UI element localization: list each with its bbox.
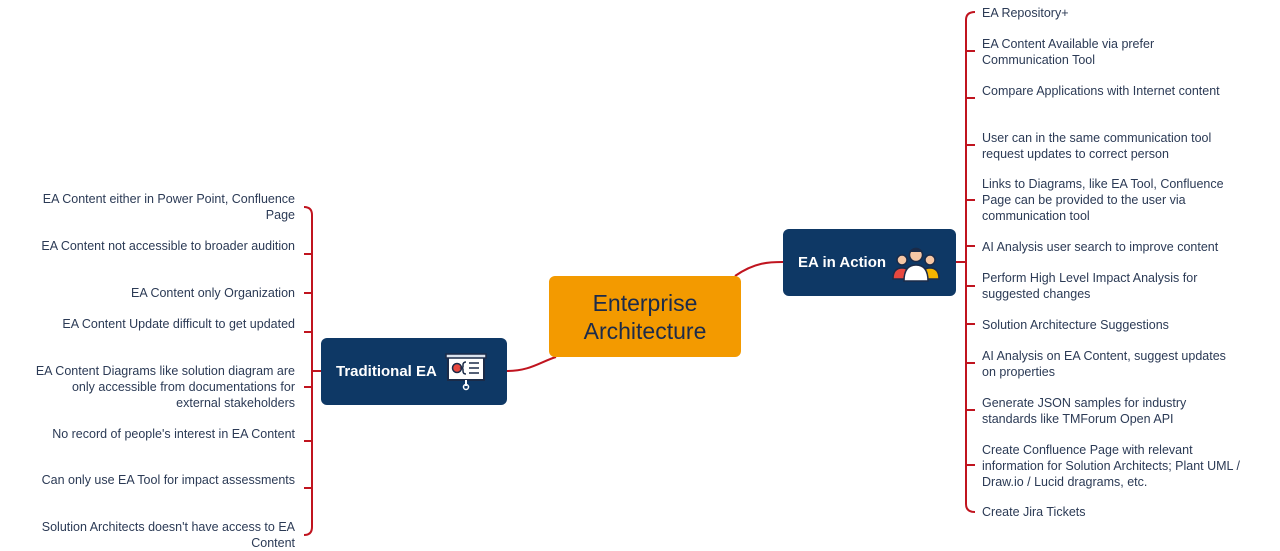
leaf-traditional-1[interactable]: EA Content either in Power Point, Conflu… <box>42 192 295 222</box>
leaf-action-2[interactable]: EA Content Available via prefer Communic… <box>982 37 1155 67</box>
leaf-action-10[interactable]: Generate JSON samples for industry stand… <box>982 396 1187 426</box>
leaf-action-11[interactable]: Create Confluence Page with relevant inf… <box>982 443 1240 489</box>
branch-ea-in-action-label: EA in Action <box>798 254 887 271</box>
leaf-traditional-2[interactable]: EA Content not accessible to broader aud… <box>41 239 295 253</box>
central-topic[interactable]: Enterprise Architecture <box>549 276 741 357</box>
leaf-traditional-8[interactable]: Solution Architects doesn't have access … <box>41 520 295 550</box>
leaf-traditional-6[interactable]: No record of people's interest in EA Con… <box>52 427 295 441</box>
leaf-traditional-4[interactable]: EA Content Update difficult to get updat… <box>62 317 295 331</box>
branch-ea-in-action[interactable]: EA in Action <box>783 229 956 296</box>
leaf-traditional-3[interactable]: EA Content only Organization <box>131 286 295 300</box>
leaf-action-4[interactable]: User can in the same communication tool … <box>982 131 1212 161</box>
leaf-action-8[interactable]: Solution Architecture Suggestions <box>982 318 1169 332</box>
central-topic-title: Enterprise Architecture <box>583 289 707 344</box>
leaf-action-6[interactable]: AI Analysis user search to improve conte… <box>982 240 1219 254</box>
presentation-board-icon <box>445 353 487 391</box>
leaf-traditional-7[interactable]: Can only use EA Tool for impact assessme… <box>41 473 295 487</box>
branch-traditional-ea[interactable]: Traditional EA <box>321 338 507 405</box>
leaf-action-7[interactable]: Perform High Level Impact Analysis for s… <box>982 271 1198 301</box>
leaf-action-1[interactable]: EA Repository+ <box>982 6 1069 20</box>
leaf-action-5[interactable]: Links to Diagrams, like EA Tool, Conflue… <box>982 177 1224 223</box>
leaf-traditional-5[interactable]: EA Content Diagrams like solution diagra… <box>35 364 295 410</box>
branch-traditional-ea-label: Traditional EA <box>336 363 437 380</box>
leaf-action-9[interactable]: AI Analysis on EA Content, suggest updat… <box>982 349 1226 379</box>
leaf-action-12[interactable]: Create Jira Tickets <box>982 505 1086 519</box>
team-people-icon <box>891 243 941 283</box>
leaf-action-3[interactable]: Compare Applications with Internet conte… <box>982 84 1220 98</box>
